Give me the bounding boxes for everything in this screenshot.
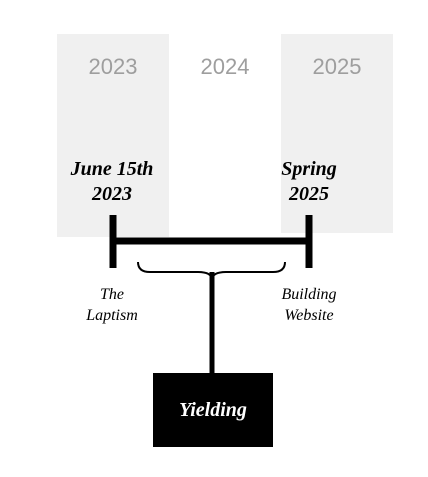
caption-end-line2: Website <box>284 307 334 324</box>
milestone-start-line1: June 15th <box>70 158 154 180</box>
year-column-2024: 2024 <box>169 34 281 237</box>
result-box: Yielding <box>153 373 273 447</box>
caption-start-line2: Laptism <box>86 307 138 324</box>
milestone-start-line2: 2023 <box>92 183 132 205</box>
year-label-2025: 2025 <box>312 54 362 79</box>
year-label-2024: 2024 <box>200 54 250 79</box>
result-label: Yielding <box>179 398 247 421</box>
milestone-start-label: June 15th 2023 <box>47 157 177 207</box>
milestone-end-line2: 2025 <box>289 183 329 205</box>
milestone-end-label: Spring 2025 <box>244 157 374 207</box>
year-label-2023: 2023 <box>88 54 138 79</box>
caption-start-line1: The <box>100 286 124 303</box>
milestone-end-line1: Spring <box>281 158 337 180</box>
year-column-2025: 2025 <box>281 34 393 233</box>
year-column-2023: 2023 <box>57 34 169 237</box>
caption-end-line1: Building <box>281 286 337 303</box>
caption-start: The Laptism <box>52 284 172 326</box>
caption-end: Building Website <box>249 284 369 326</box>
